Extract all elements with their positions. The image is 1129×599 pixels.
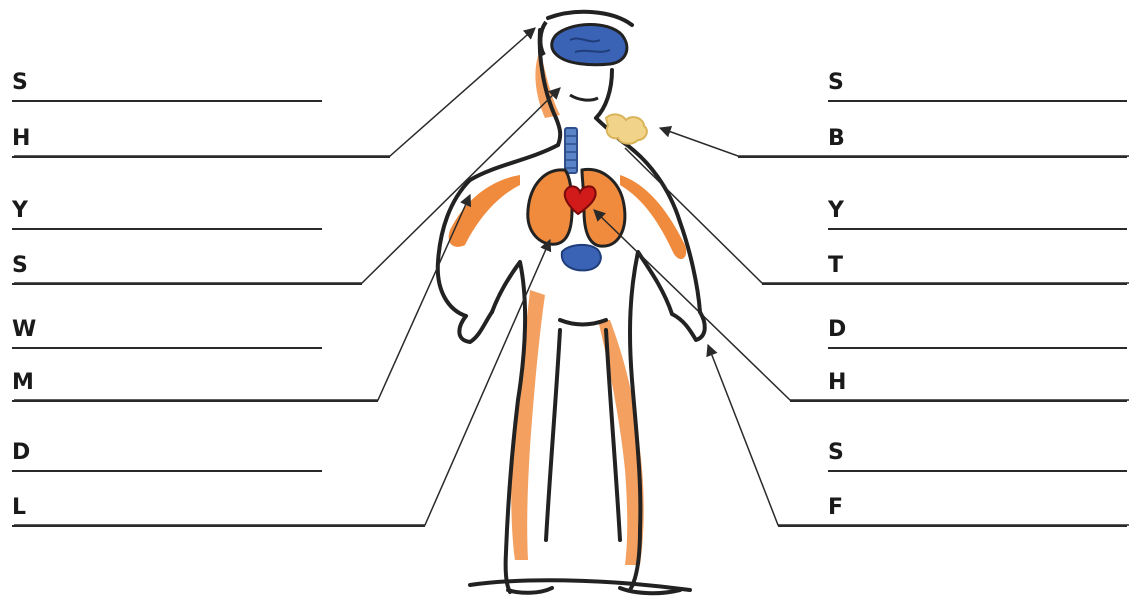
left-blank-7[interactable] — [12, 470, 322, 472]
right-blank-6[interactable] — [790, 400, 1127, 402]
right-blank-4[interactable] — [762, 283, 1127, 285]
left-label-3: Y — [12, 200, 28, 222]
right-label-1: S — [828, 72, 844, 94]
left-label-8: L — [12, 497, 26, 519]
left-blank-2[interactable] — [12, 156, 390, 158]
leader-line-breath — [660, 128, 1129, 156]
right-label-8: F — [828, 497, 843, 519]
left-label-1: S — [12, 72, 28, 94]
left-blank-1[interactable] — [12, 100, 322, 102]
trachea — [565, 128, 577, 173]
right-blank-1[interactable] — [828, 100, 1127, 102]
right-blank-7[interactable] — [828, 470, 1127, 472]
left-label-4: S — [12, 255, 28, 277]
right-label-6: H — [828, 372, 846, 394]
leader-line-face — [14, 88, 560, 283]
left-label-5: W — [12, 319, 36, 341]
right-blank-5[interactable] — [828, 347, 1127, 349]
leader-line-arm — [14, 195, 470, 400]
left-blank-8[interactable] — [12, 525, 425, 527]
right-label-4: T — [828, 255, 843, 277]
leader-line-neck — [625, 148, 1129, 283]
leader-line-brain — [14, 28, 535, 156]
right-label-3: Y — [828, 200, 844, 222]
left-blank-3[interactable] — [12, 228, 322, 230]
head — [540, 22, 627, 100]
right-blank-3[interactable] — [828, 228, 1127, 230]
right-label-5: D — [828, 319, 846, 341]
right-label-7: S — [828, 442, 844, 464]
left-blank-5[interactable] — [12, 347, 322, 349]
leader-line-hand — [708, 345, 1129, 525]
stomach — [562, 245, 601, 270]
left-label-7: D — [12, 442, 30, 464]
left-label-6: M — [12, 372, 34, 394]
body-outline — [438, 12, 705, 593]
left-blank-4[interactable] — [12, 283, 362, 285]
right-blank-2[interactable] — [738, 156, 1127, 158]
breath-icon — [606, 114, 647, 143]
right-label-2: B — [828, 128, 845, 150]
leader-lines — [14, 28, 1129, 525]
right-blank-8[interactable] — [778, 525, 1127, 527]
left-blank-6[interactable] — [12, 400, 378, 402]
left-label-2: H — [12, 128, 30, 150]
